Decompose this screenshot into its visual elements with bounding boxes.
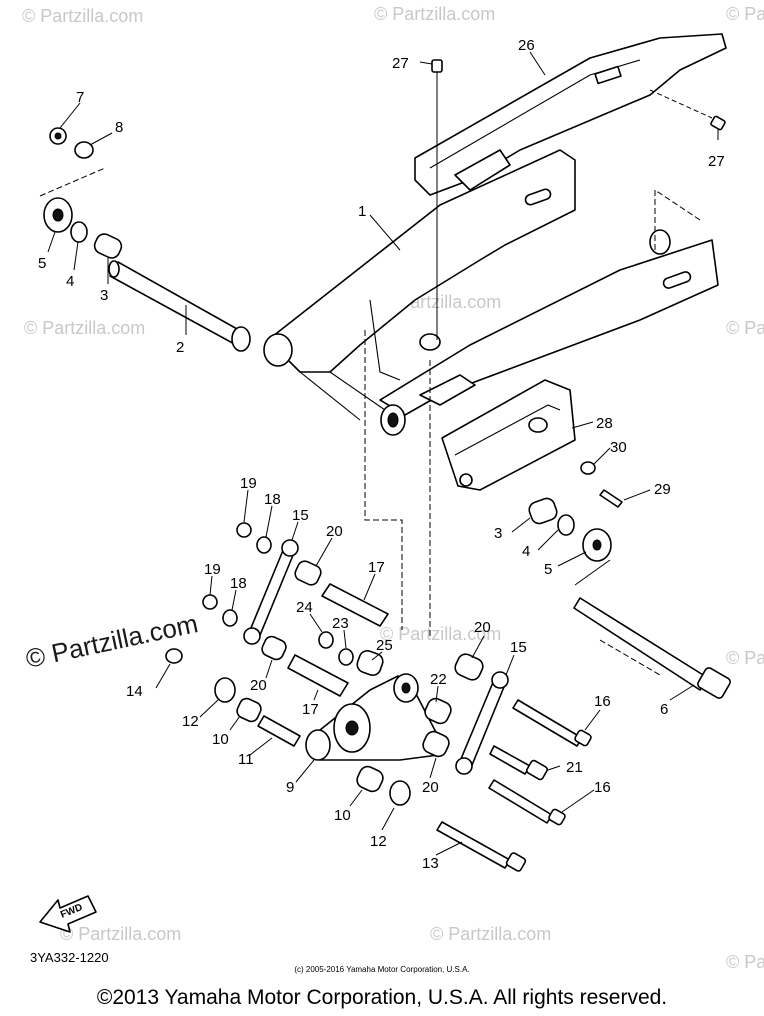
- callout-30: 30: [610, 439, 627, 456]
- watermarks: © Partzilla.com © Partzilla.com © Partzi…: [22, 4, 764, 972]
- chain-puller-block: [441, 379, 576, 491]
- callout-20-right-upper: 20: [474, 619, 491, 636]
- callout-22: 22: [430, 671, 447, 688]
- callout-24: 24: [296, 599, 313, 616]
- watermark-7: © Partzilla.com: [380, 624, 501, 644]
- callout-18-upper: 18: [264, 491, 281, 508]
- callout-19-upper: 19: [240, 475, 257, 492]
- callout-3-left: 3: [100, 287, 108, 304]
- callout-29: 29: [654, 481, 671, 498]
- callout-leaders: [47, 51, 719, 856]
- callout-10-right: 10: [334, 807, 351, 824]
- watermark-3: © Partzilla.com: [726, 4, 764, 24]
- watermark-1: © Partzilla.com: [22, 6, 143, 26]
- callout-27-right: 27: [708, 153, 725, 170]
- callout-21: 21: [566, 759, 583, 776]
- diagram-code: 3YA332-1220: [30, 950, 109, 965]
- callout-25: 25: [376, 637, 393, 654]
- callout-20-upper: 20: [326, 523, 343, 540]
- callout-16-upper: 16: [594, 693, 611, 710]
- callout-7: 7: [76, 89, 84, 106]
- watermark-9: © Partzilla.com: [60, 924, 181, 944]
- connecting-rods: [243, 539, 509, 775]
- pivot-shaft-group: [39, 127, 251, 352]
- watermark-main: © Partzilla.com: [23, 608, 201, 674]
- watermark-4: © Partzilla.com: [24, 318, 145, 338]
- watermark-11: © Partzilla.com: [726, 952, 764, 972]
- callout-14: 14: [126, 683, 143, 700]
- callout-23: 23: [332, 615, 349, 632]
- callout-8: 8: [115, 119, 123, 136]
- fwd-arrow-icon: FWD: [39, 895, 97, 933]
- callout-17-upper: 17: [368, 559, 385, 576]
- callout-9: 9: [286, 779, 294, 796]
- bolts-27: [431, 59, 726, 340]
- callout-13: 13: [422, 855, 439, 872]
- callout-11: 11: [238, 751, 254, 768]
- watermark-2: © Partzilla.com: [374, 4, 495, 24]
- callout-2: 2: [176, 339, 184, 356]
- assembly-lines: [364, 189, 701, 638]
- callout-1: 1: [358, 203, 366, 220]
- bolts-29-30: [580, 461, 623, 508]
- callout-5-left: 5: [38, 255, 46, 272]
- callout-5-right: 5: [544, 561, 552, 578]
- callout-20-lower-left: 20: [250, 677, 267, 694]
- small-copyright: (c) 2005-2016 Yamaha Motor Corporation, …: [294, 965, 470, 974]
- copyright-notice: ©2013 Yamaha Motor Corporation, U.S.A. A…: [96, 986, 668, 1009]
- callout-3-right: 3: [494, 525, 502, 542]
- callout-19-lower: 19: [204, 561, 221, 578]
- rear-arm: [263, 149, 719, 436]
- watermark-10: © Partzilla.com: [430, 924, 551, 944]
- callout-20-right-lower: 20: [422, 779, 439, 796]
- callout-18-lower: 18: [230, 575, 247, 592]
- callout-17-lower: 17: [302, 701, 319, 718]
- watermark-6: © Partzilla.com: [726, 318, 764, 338]
- callout-labels: 27 26 7 8 27 1 5 4 3 2 28 30 29 19 18 15…: [38, 37, 725, 872]
- callout-16-lower: 16: [594, 779, 611, 796]
- callout-15-right: 15: [510, 639, 527, 656]
- callout-28: 28: [596, 415, 613, 432]
- callout-27-top: 27: [392, 55, 409, 72]
- callout-12-right: 12: [370, 833, 387, 850]
- callout-4-right: 4: [522, 543, 530, 560]
- callout-4-left: 4: [66, 273, 74, 290]
- watermark-8: © Partzilla.com: [726, 648, 764, 668]
- callout-6: 6: [660, 701, 668, 718]
- callout-26: 26: [518, 37, 535, 54]
- callout-15-left: 15: [292, 507, 309, 524]
- rear-collar-group: [528, 497, 731, 699]
- chain-case: [414, 33, 727, 196]
- callout-10-left: 10: [212, 731, 229, 748]
- callout-12-left: 12: [182, 713, 199, 730]
- lower-small-parts: [165, 522, 592, 872]
